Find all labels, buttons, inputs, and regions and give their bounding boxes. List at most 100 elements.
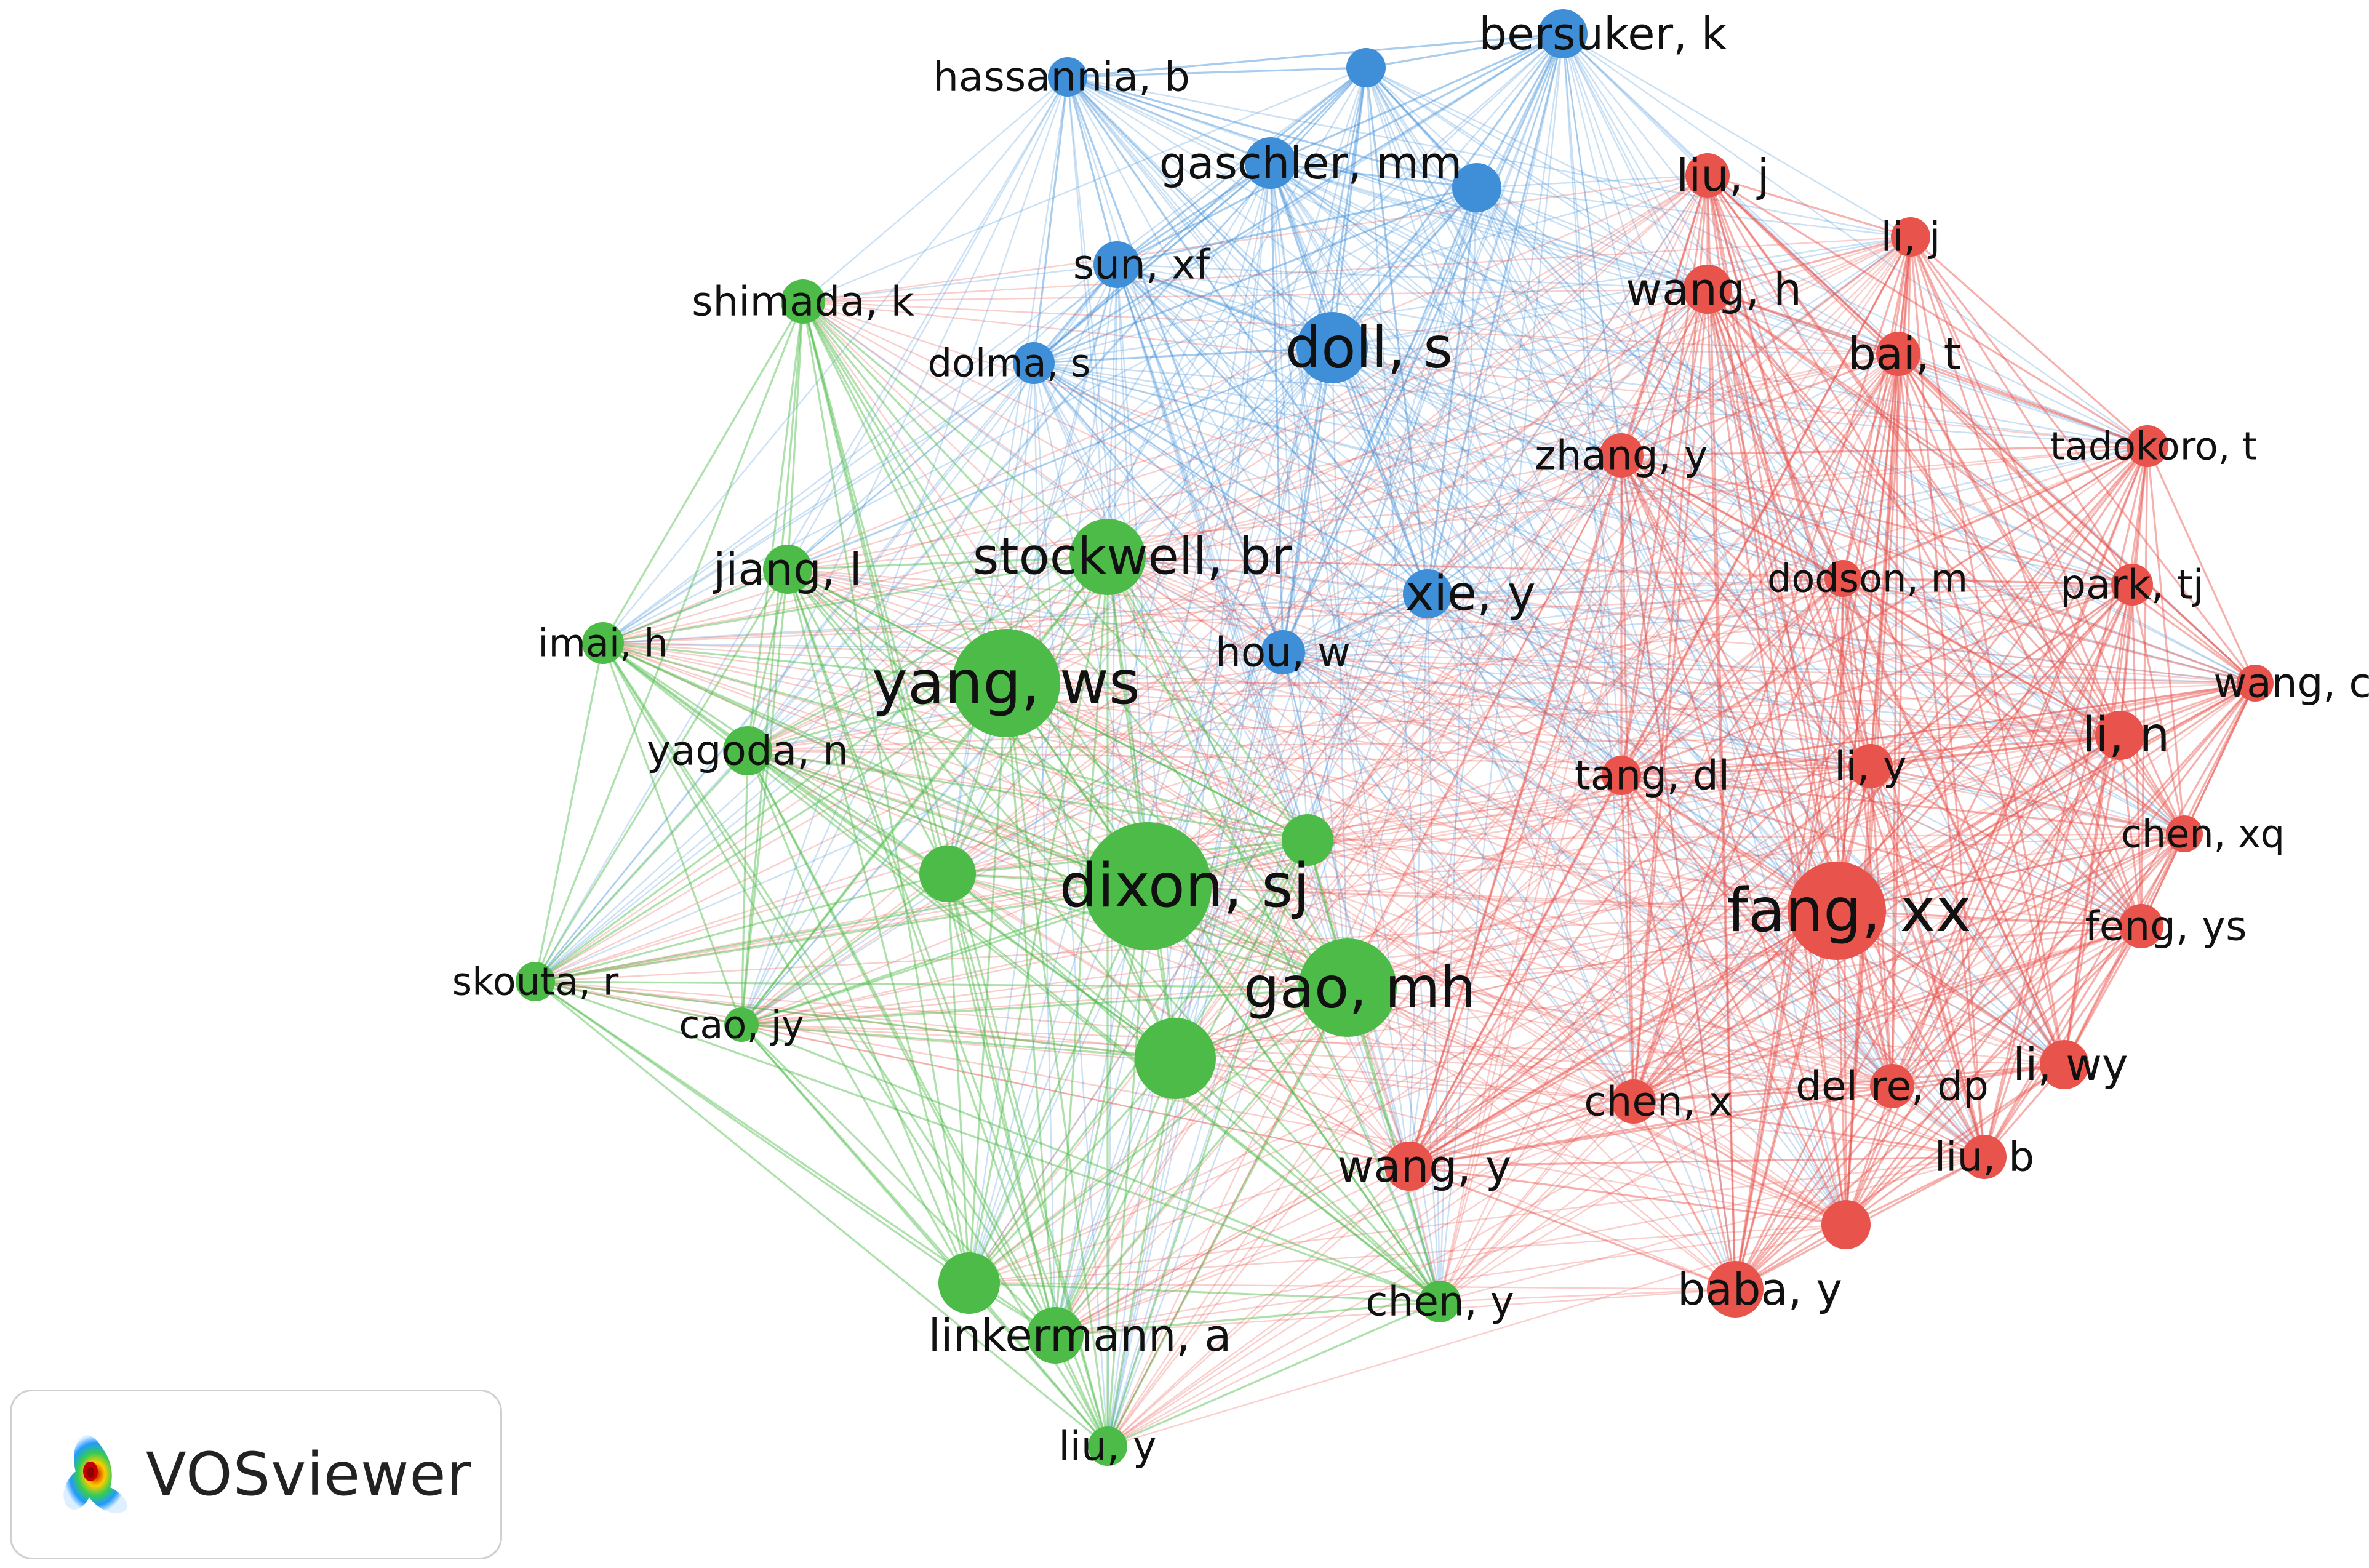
network-node-wang-cy[interactable] — [2237, 665, 2274, 702]
network-link — [1633, 925, 2142, 1103]
network-node-xie-y[interactable] — [1403, 569, 1452, 618]
network-link — [1408, 583, 2133, 1167]
network-node-li-j[interactable] — [1891, 217, 1930, 257]
network-node-liu-j[interactable] — [1685, 153, 1730, 198]
network-link — [1562, 33, 1708, 176]
network-node-red-unlabeled-1[interactable] — [1821, 1200, 1871, 1249]
network-node-shimada-k[interactable] — [781, 279, 825, 324]
network-node-del-re-dp[interactable] — [1870, 1064, 1914, 1108]
network-node-gao-mh[interactable] — [1298, 938, 1397, 1037]
network-link — [747, 750, 948, 875]
network-node-dodson-m[interactable] — [1824, 560, 1861, 597]
network-node-li-wy[interactable] — [2040, 1040, 2089, 1089]
network-link — [802, 301, 970, 1284]
network-link — [1365, 67, 2185, 834]
network-link — [1055, 925, 2142, 1337]
network-link — [602, 67, 1367, 644]
network-link — [602, 556, 1108, 644]
network-node-chen-xq[interactable] — [2166, 815, 2203, 852]
network-link — [947, 593, 1428, 875]
network-node-fang-xx[interactable] — [1788, 862, 1886, 960]
network-link — [1067, 76, 1271, 164]
network-node-tang-dl[interactable] — [1602, 756, 1641, 795]
network-node-wang-y[interactable] — [1384, 1142, 1434, 1191]
network-link — [1842, 578, 2066, 1065]
network-link — [1331, 347, 1847, 1225]
network-node-dolma-s[interactable] — [1013, 342, 1055, 384]
network-link — [602, 33, 1564, 644]
network-node-bai-t[interactable] — [1876, 332, 1920, 376]
network-link — [1892, 1063, 2065, 1087]
network-node-green-unlabeled-2[interactable] — [919, 846, 976, 902]
network-link — [740, 1023, 970, 1284]
network-node-feng-ys[interactable] — [2119, 904, 2163, 948]
network-link — [1842, 577, 2143, 927]
network-node-hassannia-b[interactable] — [1048, 57, 1087, 97]
network-link — [786, 76, 1069, 570]
network-node-yagoda-n[interactable] — [723, 726, 772, 775]
network-link — [1146, 347, 1333, 887]
network-link — [946, 162, 1272, 874]
network-node-doll-s[interactable] — [1296, 312, 1368, 383]
network-node-liu-y[interactable] — [1088, 1426, 1127, 1466]
network-node-li-n[interactable] — [2095, 711, 2144, 760]
network-node-yang-ws[interactable] — [952, 629, 1060, 737]
network-node-blue-unlabeled-1[interactable] — [1346, 48, 1386, 87]
network-node-park-tj[interactable] — [2111, 564, 2153, 606]
network-link — [747, 750, 1893, 1087]
node-label-liu-y: liu, y — [1058, 1423, 1157, 1470]
network-node-zhang-y[interactable] — [1599, 433, 1644, 478]
network-link — [1621, 454, 2120, 737]
network-link — [740, 362, 1035, 1025]
network-link — [1005, 454, 1622, 684]
network-link — [535, 980, 970, 1284]
network-link — [2119, 735, 2143, 927]
network-node-wang-h[interactable] — [1683, 265, 1732, 314]
network-link — [1307, 839, 1847, 1225]
network-link — [1562, 33, 1623, 776]
network-link — [787, 568, 2120, 737]
node-label-skouta-r: skouta, r — [452, 959, 619, 1004]
network-link — [1706, 289, 2066, 1065]
network-node-hou-w[interactable] — [1261, 630, 1305, 674]
network-link — [602, 346, 1333, 644]
network-link — [1842, 577, 2256, 684]
network-node-li-y[interactable] — [1848, 744, 1893, 788]
network-link — [1282, 651, 2065, 1066]
network-link — [1147, 455, 1622, 887]
network-node-green-unlabeled-4[interactable] — [938, 1252, 1000, 1314]
network-node-liu-b[interactable] — [1962, 1135, 2007, 1179]
network-node-dixon-sj[interactable] — [1084, 822, 1212, 950]
network-node-imai-h[interactable] — [582, 622, 624, 664]
network-link — [1066, 76, 1309, 841]
network-link — [1427, 593, 1837, 911]
network-node-skouta-r[interactable] — [516, 962, 555, 1001]
network-node-blue-unlabeled-2[interactable] — [1452, 163, 1501, 212]
network-link — [1734, 578, 1844, 1290]
network-link — [1282, 651, 1837, 912]
network-node-bersuker-k[interactable] — [1538, 9, 1588, 58]
network-link — [535, 980, 1893, 1087]
network-node-green-unlabeled-3[interactable] — [1135, 1018, 1216, 1099]
network-link — [1067, 76, 1837, 911]
network-link — [1067, 76, 1708, 290]
network-node-jiang-l[interactable] — [763, 545, 812, 594]
network-node-linkermann-a[interactable] — [1027, 1307, 1084, 1364]
network-node-tadokoro-t[interactable] — [2127, 425, 2168, 467]
network-link — [1562, 33, 2066, 1065]
network-node-chen-y[interactable] — [1419, 1281, 1461, 1322]
network-node-baba-y[interactable] — [1707, 1261, 1764, 1318]
network-node-gaschler-mm[interactable] — [1245, 137, 1296, 189]
network-link — [969, 1282, 1440, 1303]
network-node-cao-jy[interactable] — [724, 1007, 759, 1042]
network-node-green-unlabeled-1[interactable] — [1282, 814, 1333, 866]
network-link — [602, 642, 2142, 927]
network-node-chen-x[interactable] — [1612, 1079, 1656, 1124]
network-node-sun-xf[interactable] — [1093, 241, 1140, 288]
network-link — [1107, 187, 1477, 558]
network-link — [1439, 833, 2185, 1303]
network-node-stockwell-br[interactable] — [1069, 519, 1146, 595]
node-label-li-n: li, n — [2082, 708, 2170, 763]
network-link — [740, 569, 789, 1025]
